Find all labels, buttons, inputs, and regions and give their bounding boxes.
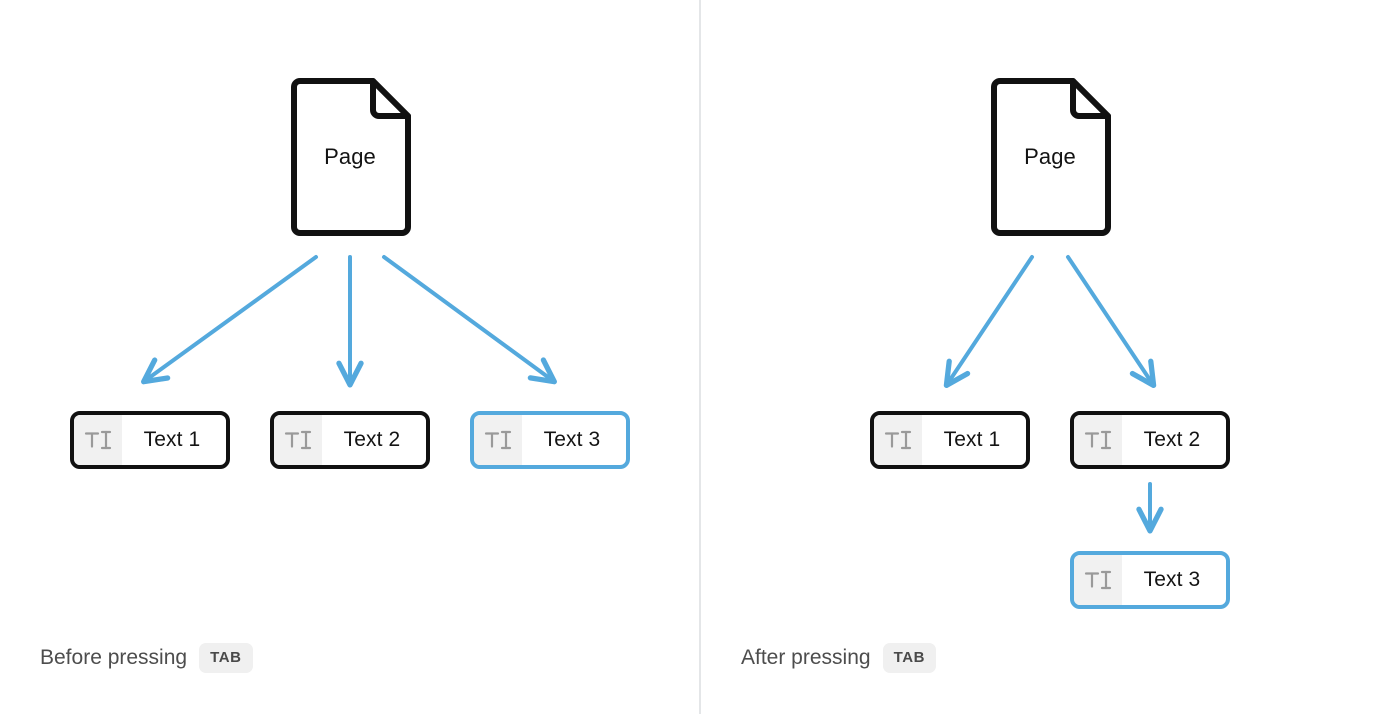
text-cursor-icon xyxy=(1074,415,1122,465)
text-cursor-icon xyxy=(1074,555,1122,605)
text-node-after-1[interactable]: Text 1 xyxy=(870,411,1030,469)
text-cursor-icon xyxy=(474,415,522,465)
text-node-label: Text 2 xyxy=(1143,428,1201,451)
tab-key-badge: TAB xyxy=(199,643,253,673)
before-caption: Before pressing TAB xyxy=(40,643,253,673)
page-node-label: Page xyxy=(1024,144,1076,169)
page-node-before[interactable]: Page xyxy=(289,78,411,236)
page-node-label: Page xyxy=(324,144,376,169)
before-panel: Page Text 1 xyxy=(0,0,699,714)
text-node-label: Text 3 xyxy=(543,428,601,451)
document-page-icon xyxy=(291,78,411,236)
text-node-label: Text 2 xyxy=(343,428,401,451)
tab-key-badge: TAB xyxy=(882,643,937,673)
after-caption: After pressing TAB xyxy=(741,643,937,673)
after-caption-text: After pressing xyxy=(741,646,871,669)
document-page-icon xyxy=(991,78,1111,236)
text-node-after-3[interactable]: Text 3 xyxy=(1070,551,1230,609)
before-caption-text: Before pressing xyxy=(40,646,188,669)
text-cursor-icon xyxy=(274,415,322,465)
text-node-label: Text 3 xyxy=(1143,568,1201,591)
text-node-label: Text 1 xyxy=(143,428,201,451)
text-node-before-2[interactable]: Text 2 xyxy=(270,411,430,469)
panel-divider xyxy=(699,0,701,714)
text-cursor-icon xyxy=(874,415,922,465)
text-node-after-2[interactable]: Text 2 xyxy=(1070,411,1230,469)
page-node-after[interactable]: Page xyxy=(989,78,1111,236)
after-panel: Page Text 1 xyxy=(701,0,1400,714)
text-cursor-icon xyxy=(74,415,122,465)
text-node-label: Text 1 xyxy=(943,428,1001,451)
text-node-before-3[interactable]: Text 3 xyxy=(470,411,630,469)
text-node-before-1[interactable]: Text 1 xyxy=(70,411,230,469)
